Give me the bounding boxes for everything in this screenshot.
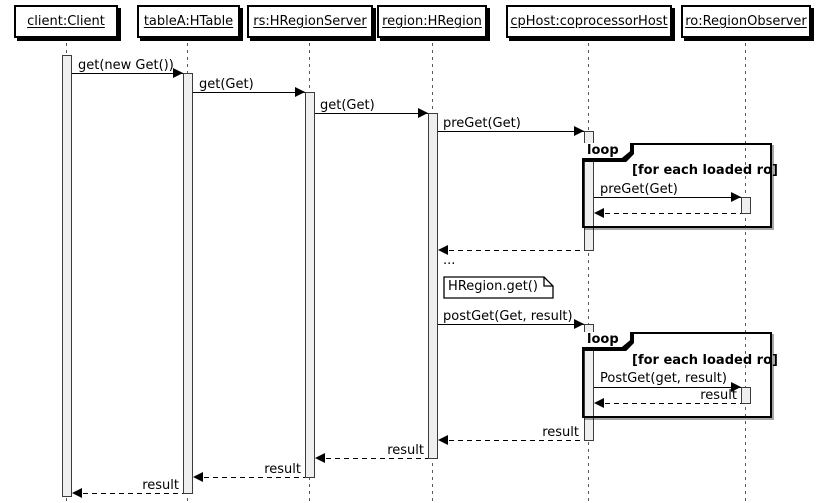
message-line — [594, 197, 741, 198]
message-line — [594, 387, 741, 388]
activation-cphost-1 — [584, 131, 594, 251]
arrowhead-icon — [295, 87, 305, 97]
activation-client — [62, 55, 72, 497]
loop-operator-tab: loop — [582, 332, 634, 351]
note-outline-icon — [443, 276, 554, 299]
message-line — [193, 92, 305, 93]
return-line — [440, 440, 584, 441]
return-line — [596, 403, 741, 404]
participant-tablea-label: tableA:HTable — [143, 14, 234, 29]
message-label: get(Get) — [320, 98, 375, 113]
return-line — [596, 213, 741, 214]
message-label: preGet(Get) — [443, 116, 521, 131]
arrowhead-icon — [438, 435, 448, 445]
loop-guard-label: [for each loaded ro] — [632, 353, 778, 368]
message-label: result — [700, 388, 737, 403]
return-line — [440, 250, 584, 251]
arrowhead-icon — [315, 453, 325, 463]
loop-operator-tab: loop — [582, 143, 634, 162]
loop-operator-label: loop — [587, 332, 619, 347]
ellipsis-text: ... — [443, 253, 456, 268]
activation-cphost-2 — [584, 324, 594, 441]
activation-ro-2 — [741, 387, 751, 404]
participant-rs: rs:HRegionServer — [247, 5, 373, 38]
message-line — [438, 131, 584, 132]
message-line — [315, 113, 428, 114]
activation-ro-1 — [741, 197, 751, 214]
note-text: HRegion.get() — [448, 279, 538, 294]
arrowhead-icon — [193, 472, 203, 482]
arrowhead-icon — [731, 382, 741, 392]
activation-region — [428, 113, 438, 459]
participant-region-label: region:HRegion — [382, 14, 482, 29]
activation-rs — [305, 92, 315, 478]
participant-rs-label: rs:HRegionServer — [253, 14, 367, 29]
message-label: result — [542, 425, 579, 440]
arrowhead-icon — [574, 319, 584, 329]
message-label: PostGet(get, result) — [600, 371, 727, 386]
participant-cphost: cpHost:coprocessorHost — [506, 5, 672, 38]
arrowhead-icon — [438, 245, 448, 255]
note-hregion-get: HRegion.get() — [443, 276, 555, 300]
participant-client: client:Client — [14, 5, 118, 38]
return-line — [317, 458, 428, 459]
message-label: result — [387, 443, 424, 458]
message-line — [72, 73, 183, 74]
lifeline-ro — [745, 36, 746, 501]
loop-operator-label: loop — [587, 143, 619, 158]
participant-region: region:HRegion — [377, 5, 487, 38]
arrowhead-icon — [594, 398, 604, 408]
participant-ro-label: ro:RegionObserver — [685, 14, 807, 29]
arrowhead-icon — [574, 126, 584, 136]
message-label: get(Get) — [199, 77, 254, 92]
return-line — [74, 493, 183, 494]
participant-tablea: tableA:HTable — [137, 5, 240, 38]
message-label: result — [264, 462, 301, 477]
message-label: get(new Get()) — [78, 58, 174, 73]
loop-guard-label: [for each loaded ro] — [632, 163, 778, 178]
message-line — [438, 324, 584, 325]
participant-ro: ro:RegionObserver — [681, 5, 811, 38]
loop-fragment-postget: loop [for each loaded ro] — [582, 332, 778, 418]
message-label: result — [142, 478, 179, 493]
arrowhead-icon — [418, 108, 428, 118]
message-label: postGet(Get, result) — [443, 309, 573, 324]
arrowhead-icon — [173, 68, 183, 78]
return-line — [195, 477, 305, 478]
loop-fragment-preget: loop [for each loaded ro] — [582, 143, 778, 228]
participant-client-label: client:Client — [27, 14, 105, 29]
participant-cphost-label: cpHost:coprocessorHost — [510, 14, 668, 29]
lifeline-cphost — [588, 36, 589, 501]
arrowhead-icon — [731, 192, 741, 202]
activation-tablea — [183, 73, 193, 494]
arrowhead-icon — [72, 488, 82, 498]
message-label: preGet(Get) — [600, 182, 678, 197]
arrowhead-icon — [594, 208, 604, 218]
